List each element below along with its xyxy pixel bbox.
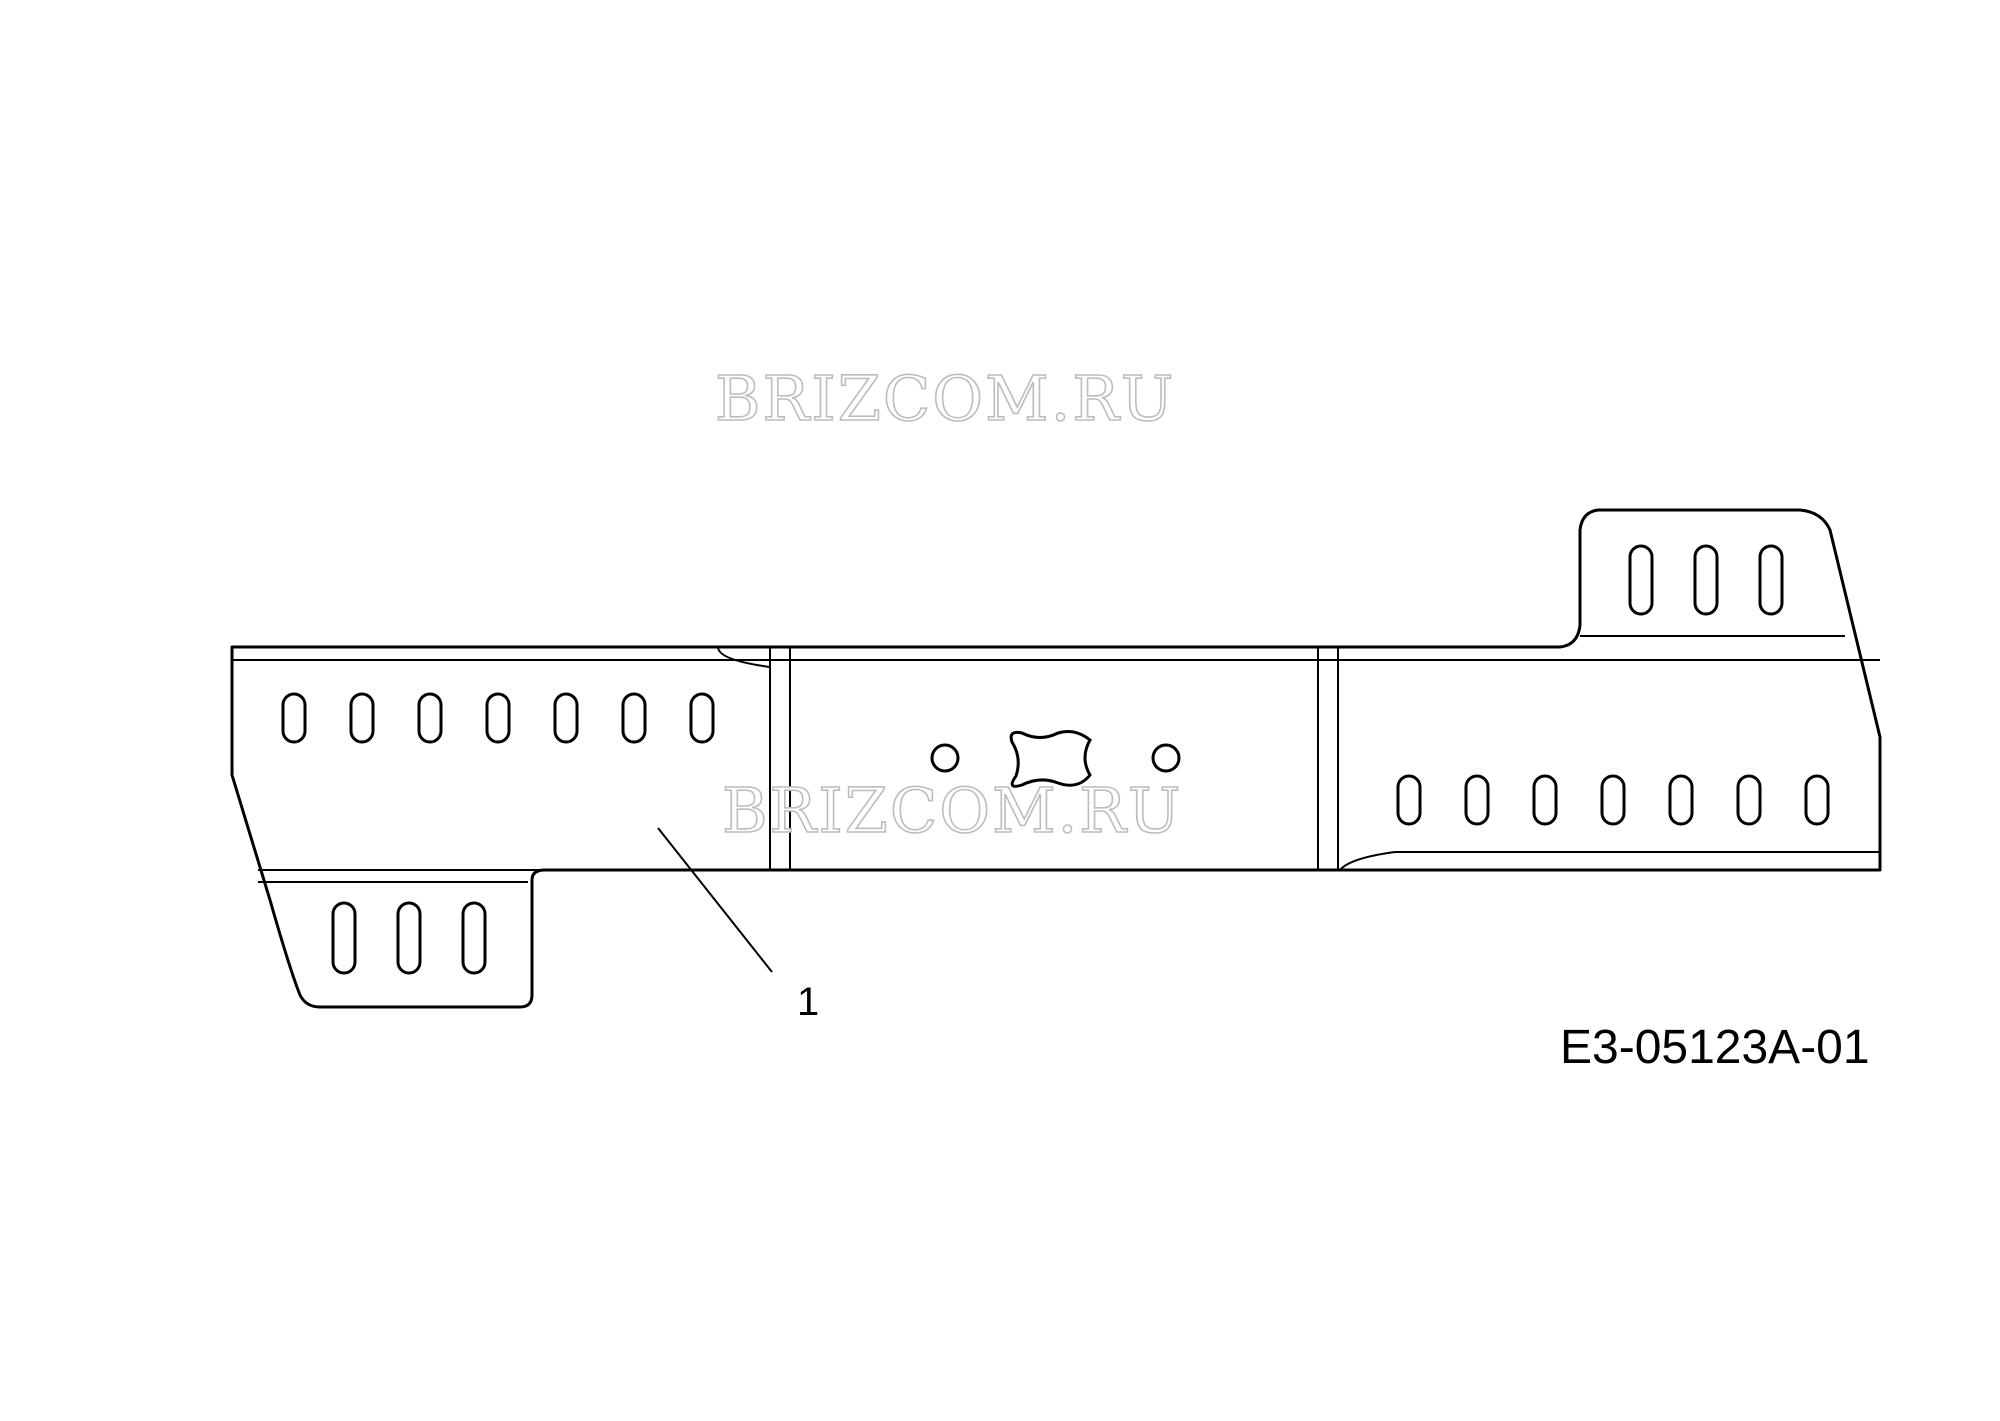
right-slots [1396, 774, 1830, 826]
part-code: E3-05123A-01 [1560, 1021, 1870, 1074]
right-bevel [1339, 851, 1880, 871]
mount-hole-left [930, 743, 960, 773]
blade-outline [230, 508, 1882, 1009]
mount-hole-right [1151, 743, 1181, 773]
callout-leader-1 [657, 827, 773, 973]
left-bevel [717, 646, 771, 668]
watermark-top: BRIZCOM.RU [715, 362, 1175, 435]
mower-blade [230, 508, 1882, 1009]
watermark-middle: BRIZCOM.RU [722, 774, 1182, 847]
left-wing-slots [331, 901, 487, 975]
right-wing-slots [1628, 544, 1784, 616]
callout-label-1: 1 [797, 980, 819, 1024]
center-mount-hole [1009, 730, 1092, 788]
left-slots [281, 692, 715, 744]
